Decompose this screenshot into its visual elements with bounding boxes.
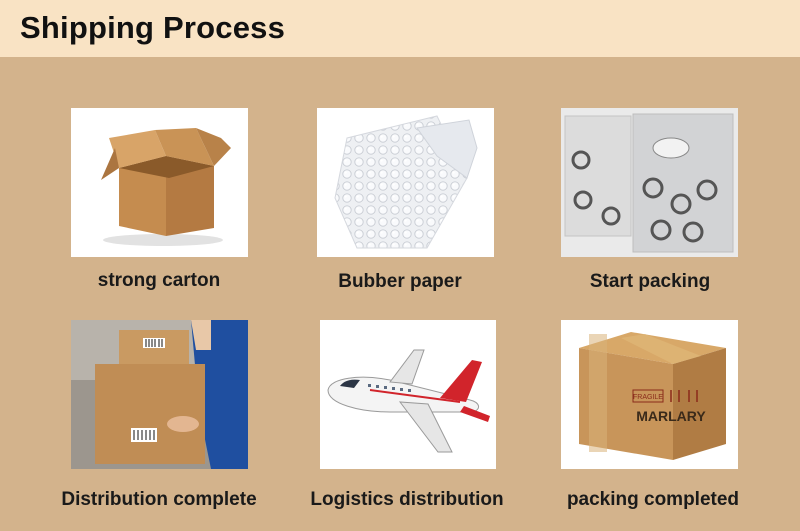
courier-image: [71, 320, 248, 469]
fragile-label: FRAGILE: [632, 389, 698, 403]
open-carton-box-icon: [101, 128, 231, 246]
start-packing-image: [561, 108, 738, 257]
page-header: Shipping Process: [0, 0, 800, 57]
step-label-start-packing: Start packing: [589, 271, 711, 292]
step-label-distribution-complete: Distribution complete: [61, 489, 257, 510]
page-title: Shipping Process: [20, 10, 286, 45]
brand-text: MARLARY: [636, 408, 706, 424]
step-label-strong-carton: strong carton: [97, 270, 221, 291]
courier-carrying-boxes-icon: [71, 320, 248, 469]
airplane-image: [320, 320, 496, 469]
open-carton-image: [71, 108, 248, 257]
bagged-rings-icon: [564, 113, 734, 253]
fragile-text: FRAGILE: [633, 394, 663, 401]
step-label-bubber-paper: Bubber paper: [338, 271, 462, 292]
step-label-logistics-distribution: Logistics distribution: [310, 489, 504, 510]
sealed-carton-image: FRAGILE MARLARY: [561, 320, 738, 469]
step-label-packing-completed: packing completed: [566, 489, 740, 510]
sealed-carton-box-icon: FRAGILE MARLARY: [579, 332, 726, 460]
bubble-wrap-image: [317, 108, 494, 257]
airplane-icon: [327, 349, 490, 453]
bubble-wrap-icon: [334, 115, 478, 249]
